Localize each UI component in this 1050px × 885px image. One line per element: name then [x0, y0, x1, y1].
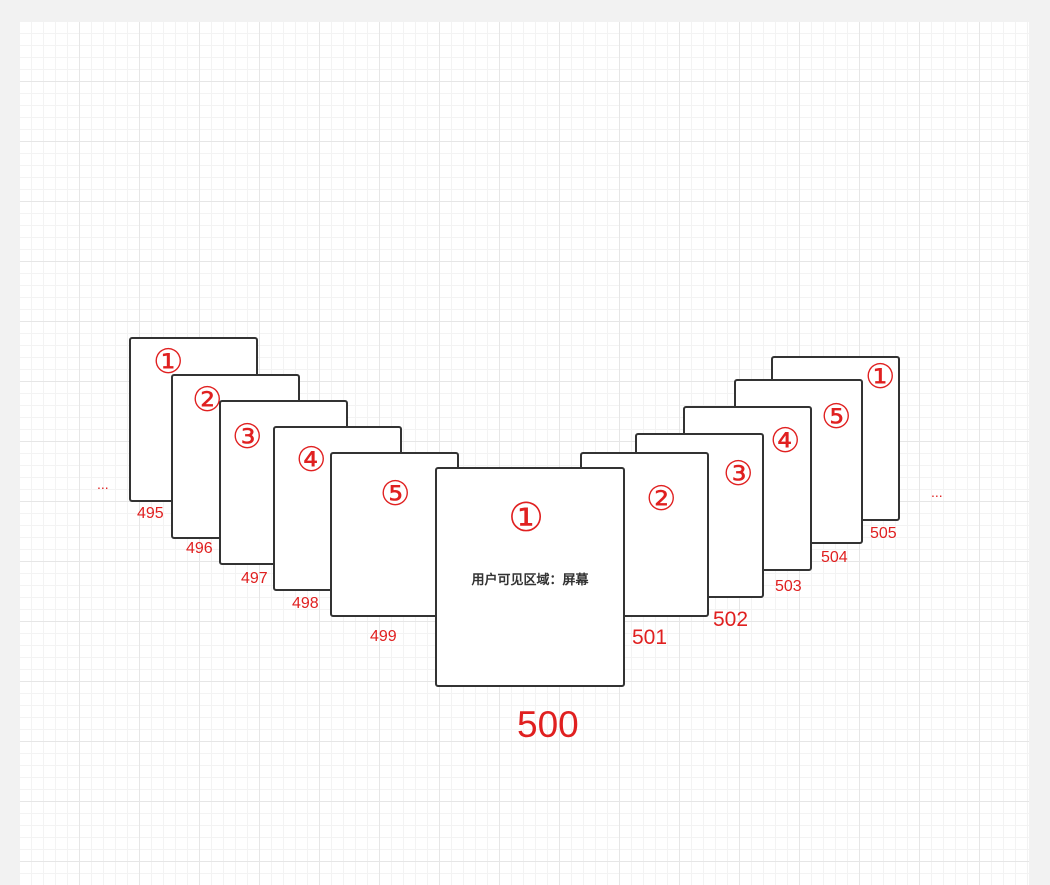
card-marker: ① — [508, 495, 544, 541]
screen-caption: 用户可见区域：屏幕 — [471, 573, 589, 588]
card-number-502: 502 — [713, 608, 749, 631]
card-marker: ③ — [723, 454, 754, 494]
card-number-505: 505 — [870, 525, 897, 542]
card-number-498: 498 — [292, 595, 319, 612]
card-marker: ④ — [770, 421, 801, 461]
ellipsis-right: ... — [931, 484, 943, 500]
card-marker: ⑤ — [380, 474, 411, 514]
card-number-500: 500 — [517, 704, 579, 745]
card-number-501: 501 — [632, 626, 668, 649]
card-number-503: 503 — [775, 578, 802, 595]
card-marker: ② — [192, 380, 223, 420]
card-500-screen: ① 用户可见区域：屏幕 — [435, 467, 625, 687]
card-marker: ② — [646, 479, 677, 519]
card-marker: ④ — [296, 440, 327, 480]
card-number-499: 499 — [370, 628, 397, 645]
card-marker: ① — [153, 342, 184, 382]
card-number-496: 496 — [186, 540, 213, 557]
card-marker: ③ — [232, 417, 263, 457]
card-number-504: 504 — [821, 549, 848, 566]
card-marker: ① — [865, 357, 896, 397]
card-number-495: 495 — [137, 505, 164, 522]
card-marker: ⑤ — [821, 397, 852, 437]
card-number-497: 497 — [241, 570, 268, 587]
ellipsis-left: ... — [97, 476, 109, 492]
